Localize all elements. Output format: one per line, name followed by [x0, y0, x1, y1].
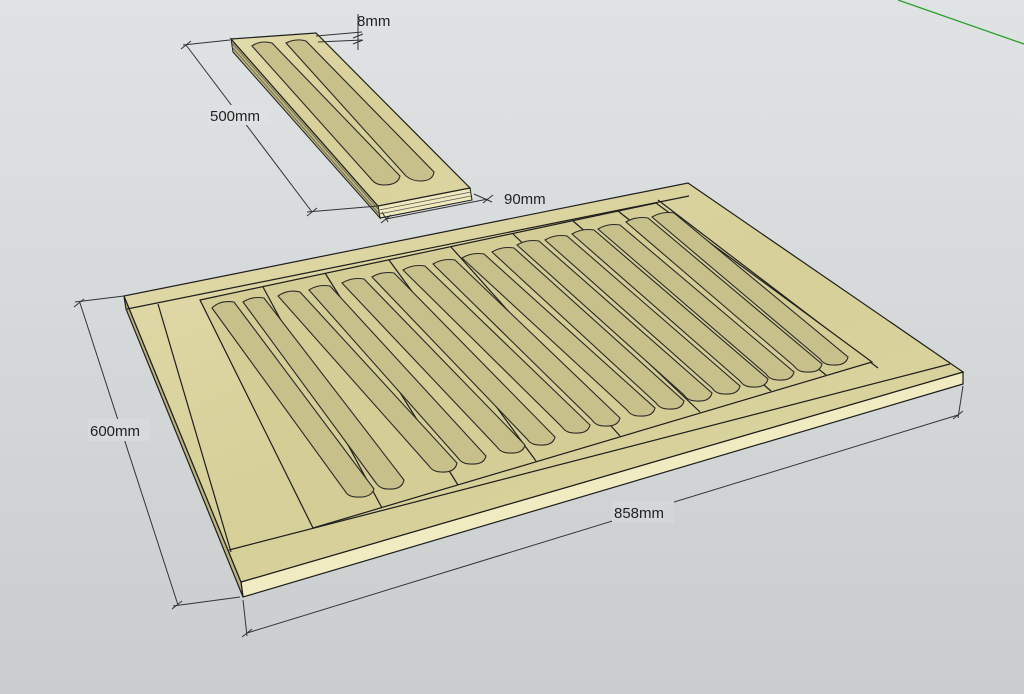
plank-slot — [285, 39, 435, 182]
panel-slot — [402, 264, 591, 434]
panel-slot — [651, 211, 849, 366]
dim-plank-width: 90mm — [380, 191, 546, 224]
green-axis-line — [897, 0, 1024, 45]
panel-slot — [341, 277, 526, 454]
dim-thickness: 8mm — [315, 13, 390, 50]
panel-slot — [371, 271, 556, 446]
assembled-panel[interactable] — [123, 182, 965, 598]
panel-slot — [277, 290, 458, 473]
panel-slot — [516, 239, 713, 402]
panel-slot — [308, 284, 487, 465]
dimension-annotations: 8mm 500mm 90mm 600 — [73, 13, 964, 638]
dim-panel-depth-label: 600mm — [90, 423, 140, 440]
single-plank[interactable] — [229, 32, 473, 220]
dim-panel-width: 858mm — [241, 385, 964, 638]
panel-cleat-line — [228, 363, 951, 551]
plank-layer-line — [231, 46, 380, 215]
plank-layer-line — [378, 191, 472, 211]
plank-layer-line — [231, 42, 380, 211]
plank-slot — [251, 41, 401, 186]
panel-slot — [544, 234, 741, 395]
panel-cleat-line — [126, 195, 690, 310]
plank-layer-line — [378, 195, 472, 215]
dim-plank-length: 500mm — [180, 39, 379, 217]
panel-slot — [571, 228, 769, 388]
panel-slot — [242, 296, 405, 490]
panel-slot — [461, 252, 656, 417]
dim-plank-length-label: 500mm — [210, 108, 260, 125]
panel-slot — [491, 246, 685, 410]
panel-cleat-line — [157, 303, 232, 553]
panel-slot — [625, 216, 823, 373]
panel-slot — [211, 301, 375, 498]
panel-slot — [597, 223, 795, 381]
dim-panel-depth: 600mm — [73, 295, 241, 610]
dim-panel-width-label: 858mm — [614, 505, 664, 522]
panel-slot — [432, 258, 621, 427]
dim-plank-width-label: 90mm — [504, 191, 546, 208]
dim-thickness-label: 8mm — [357, 13, 390, 30]
